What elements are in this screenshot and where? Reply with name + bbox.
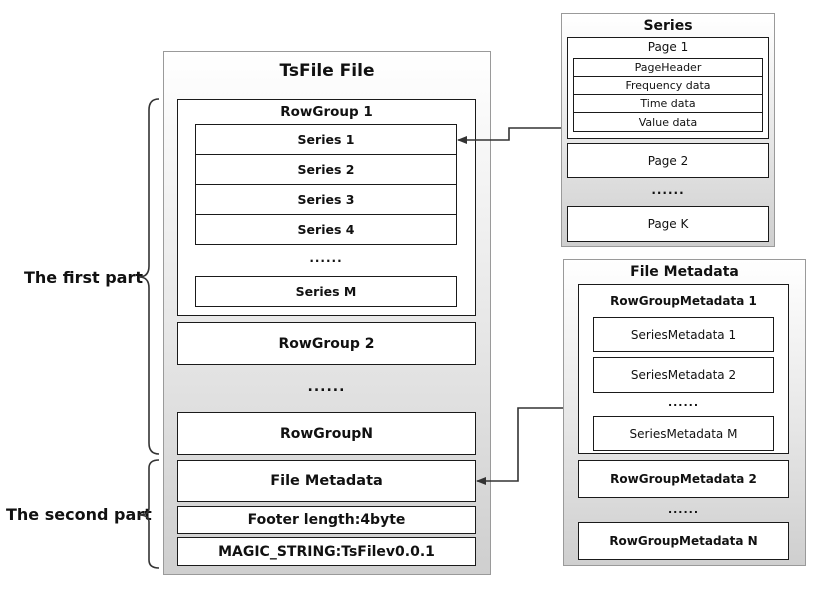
series-metadata-row: SeriesMetadata 2 bbox=[593, 357, 774, 393]
time-data-row: Time data bbox=[573, 94, 763, 113]
tsfile-title: TsFile File bbox=[279, 61, 375, 81]
series-row: Series 3 bbox=[195, 184, 457, 215]
series-row: Series 1 bbox=[195, 124, 457, 155]
rowgroup-metadata-2-box: RowGroupMetadata 2 bbox=[578, 460, 789, 498]
rowgroup-1-title: RowGroup 1 bbox=[280, 104, 373, 120]
brace-label-second-part: The second part bbox=[6, 505, 152, 524]
rowgroup-metadata-ellipsis: ...... bbox=[667, 503, 700, 516]
rowgroup-2-box: RowGroup 2 bbox=[177, 322, 476, 365]
page-k-box: Page K bbox=[567, 206, 769, 242]
page-2-box: Page 2 bbox=[567, 143, 769, 178]
series-panel-title: Series bbox=[643, 18, 693, 34]
brace-label-first-part: The first part bbox=[24, 268, 144, 287]
page-ellipsis: ...... bbox=[651, 183, 685, 197]
footer-length-box: Footer length:4byte bbox=[177, 506, 476, 534]
rowgroup-metadata-n-box: RowGroupMetadata N bbox=[578, 522, 789, 560]
series-metadata-ellipsis: ...... bbox=[667, 396, 700, 409]
series-row: Series 2 bbox=[195, 154, 457, 185]
magic-string-box: MAGIC_STRING:TsFilev0.0.1 bbox=[177, 537, 476, 566]
file-metadata-box: File Metadata bbox=[177, 460, 476, 502]
rowgroup-n-box: RowGroupN bbox=[177, 412, 476, 455]
page-1-title: Page 1 bbox=[647, 40, 689, 54]
rowgroup-ellipsis: ...... bbox=[307, 379, 346, 395]
series-metadata-row-last: SeriesMetadata M bbox=[593, 416, 774, 451]
rowgroup-metadata-1-title: RowGroupMetadata 1 bbox=[610, 294, 757, 308]
file-metadata-panel-title: File Metadata bbox=[630, 264, 739, 280]
series-metadata-row: SeriesMetadata 1 bbox=[593, 317, 774, 352]
series-ellipsis: ...... bbox=[309, 251, 343, 265]
frequency-data-row: Frequency data bbox=[573, 76, 763, 95]
page-header-row: PageHeader bbox=[573, 58, 763, 77]
series-row-last: Series M bbox=[195, 276, 457, 307]
series-row: Series 4 bbox=[195, 214, 457, 245]
value-data-row: Value data bbox=[573, 112, 763, 132]
